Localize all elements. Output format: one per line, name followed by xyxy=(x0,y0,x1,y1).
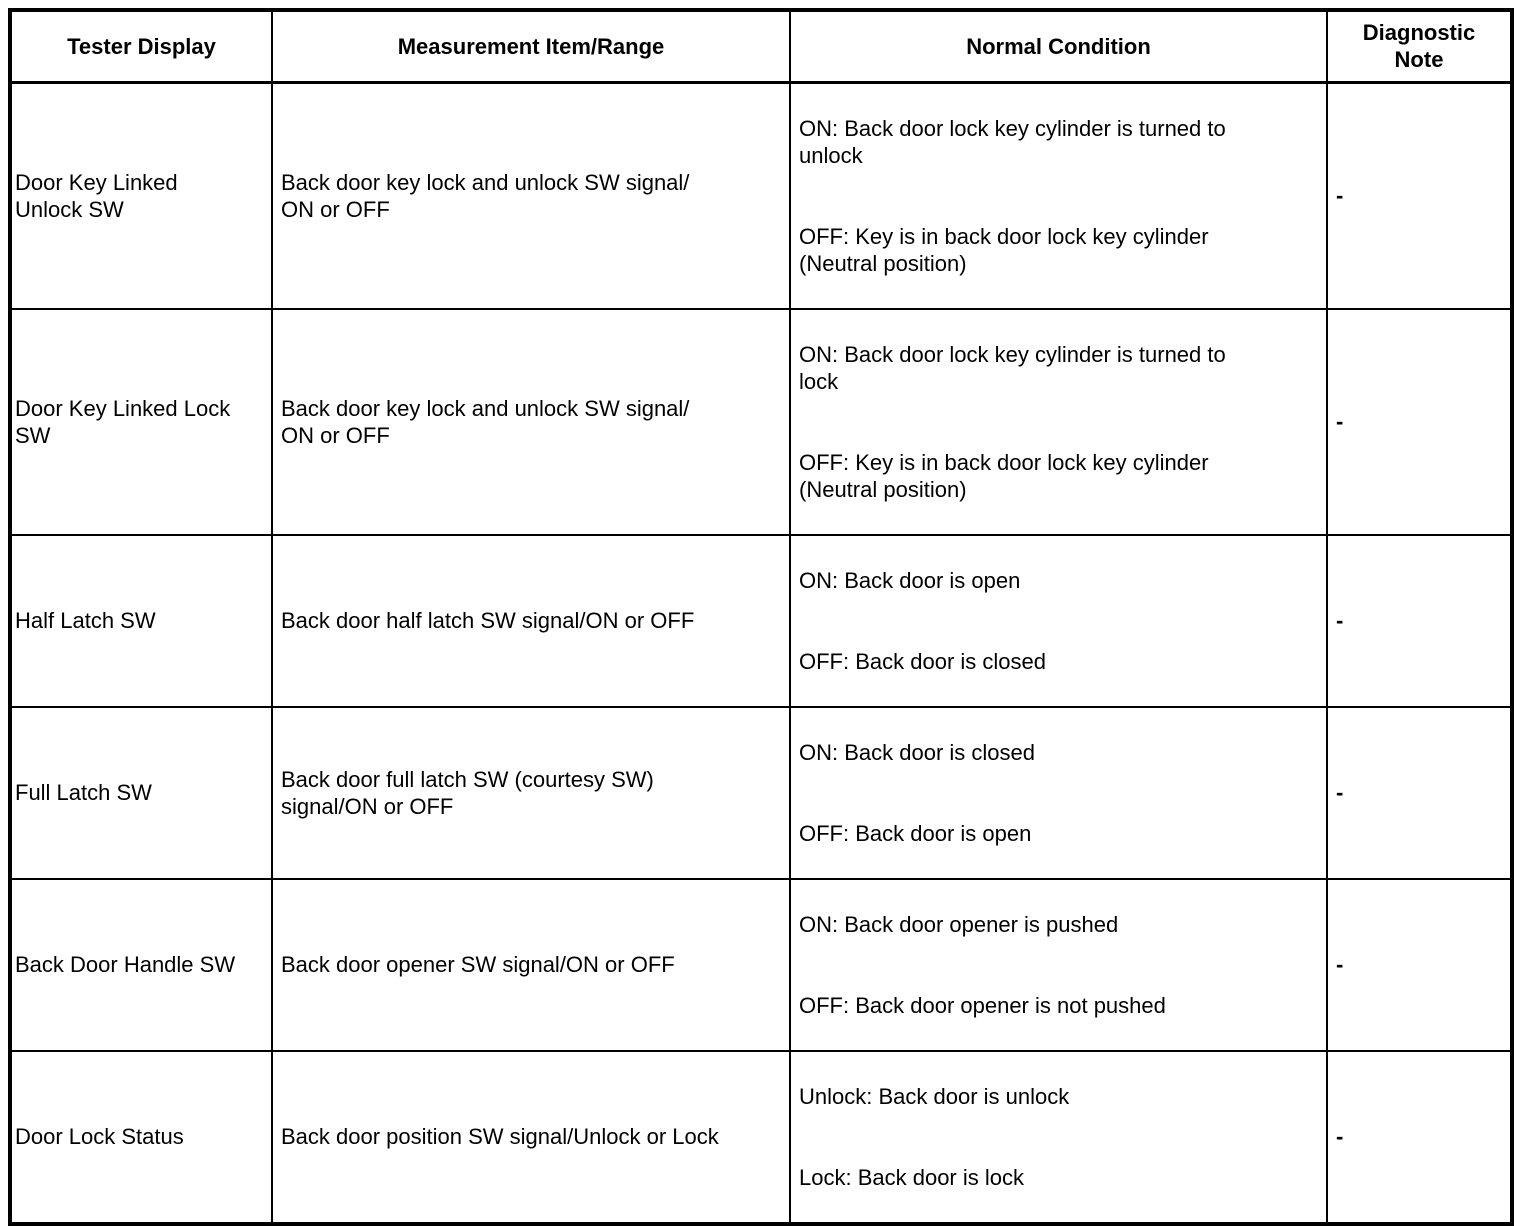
measurement-cell: Back door position SW signal/Unlock or L… xyxy=(271,1049,791,1225)
diagnostic-note-cell: - xyxy=(1326,533,1513,708)
tester-display-cell: Back Door Handle SW xyxy=(9,877,273,1052)
normal-condition-cell: ON: Back door opener is pushed OFF: Back… xyxy=(789,877,1328,1052)
condition-on-line: ON: Back door is closed xyxy=(799,739,1035,765)
condition-off-line: OFF: Back door is open xyxy=(799,820,1032,846)
normal-condition-cell: ON: Back door lock key cylinder is turne… xyxy=(789,307,1328,536)
table-row: Door Lock Status Back door position SW s… xyxy=(9,1049,1513,1225)
table-row: Half Latch SW Back door half latch SW si… xyxy=(9,533,1513,708)
header-normal-condition: Normal Condition xyxy=(789,9,1328,84)
diagnostic-note-cell: - xyxy=(1326,877,1513,1052)
condition-on-line: Unlock: Back door is unlock xyxy=(799,1083,1070,1109)
normal-condition-cell: ON: Back door is closed OFF: Back door i… xyxy=(789,705,1328,880)
table-row: Door Key Linked Unlock SW Back door key … xyxy=(9,81,1513,310)
diagnostic-note-cell: - xyxy=(1326,81,1513,310)
tester-display-cell: Door Key Linked Lock SW xyxy=(9,307,273,536)
condition-off-line: OFF: Back door opener is not pushed xyxy=(799,992,1166,1018)
diagnostic-note-cell: - xyxy=(1326,705,1513,880)
diagnostic-data-table: Tester Display Measurement Item/Range No… xyxy=(8,8,1514,1226)
table-row: Full Latch SW Back door full latch SW (c… xyxy=(9,705,1513,880)
condition-on-line: ON: Back door opener is pushed xyxy=(799,911,1119,937)
measurement-cell: Back door half latch SW signal/ON or OFF xyxy=(271,533,791,708)
measurement-cell: Back door key lock and unlock SW signal/… xyxy=(271,81,791,310)
header-tester-display: Tester Display xyxy=(9,9,273,84)
condition-on-line: ON: Back door is open xyxy=(799,567,1021,593)
condition-off-line: OFF: Back door is closed xyxy=(799,648,1046,674)
measurement-cell: Back door key lock and unlock SW signal/… xyxy=(271,307,791,536)
normal-condition-cell: ON: Back door is open OFF: Back door is … xyxy=(789,533,1328,708)
diagnostic-note-cell: - xyxy=(1326,1049,1513,1225)
condition-on-line: ON: Back door lock key cylinder is turne… xyxy=(799,115,1226,168)
measurement-cell: Back door full latch SW (courtesy SW) si… xyxy=(271,705,791,880)
table-row: Door Key Linked Lock SW Back door key lo… xyxy=(9,307,1513,536)
condition-off-line: Lock: Back door is lock xyxy=(799,1164,1024,1190)
tester-display-cell: Full Latch SW xyxy=(9,705,273,880)
header-measurement-item-range: Measurement Item/Range xyxy=(271,9,791,84)
header-diagnostic-note: Diagnostic Note xyxy=(1326,9,1513,84)
condition-off-line: OFF: Key is in back door lock key cylind… xyxy=(799,223,1209,276)
normal-condition-cell: Unlock: Back door is unlock Lock: Back d… xyxy=(789,1049,1328,1225)
tester-display-cell: Half Latch SW xyxy=(9,533,273,708)
normal-condition-cell: ON: Back door lock key cylinder is turne… xyxy=(789,81,1328,310)
measurement-cell: Back door opener SW signal/ON or OFF xyxy=(271,877,791,1052)
diagnostic-note-cell: - xyxy=(1326,307,1513,536)
tester-display-cell: Door Key Linked Unlock SW xyxy=(9,81,273,310)
condition-on-line: ON: Back door lock key cylinder is turne… xyxy=(799,341,1226,394)
table-header-row: Tester Display Measurement Item/Range No… xyxy=(9,9,1513,84)
condition-off-line: OFF: Key is in back door lock key cylind… xyxy=(799,449,1209,502)
table-row: Back Door Handle SW Back door opener SW … xyxy=(9,877,1513,1052)
tester-display-cell: Door Lock Status xyxy=(9,1049,273,1225)
